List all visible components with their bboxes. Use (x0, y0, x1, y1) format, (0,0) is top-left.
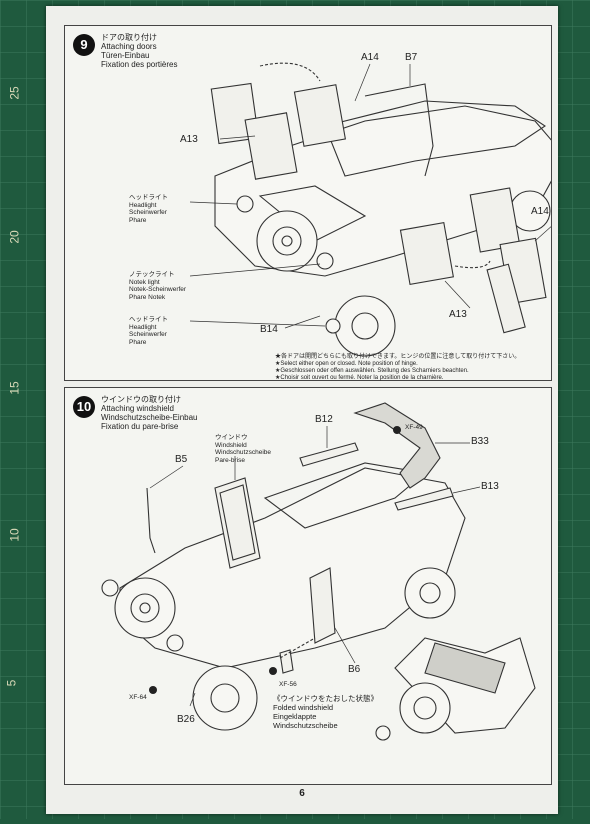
ruler-mark: 20 (7, 230, 22, 244)
folded-de: Eingeklappte (273, 712, 317, 721)
label-a14-top: A14 (361, 52, 379, 63)
label-a14-right: A14 (531, 206, 549, 217)
ruler-mark: 25 (7, 86, 22, 100)
note-fr: ★Choisir soit ouvert ou fermé. Noter la … (275, 375, 444, 381)
step-10-title-en: Attaching windshield (101, 404, 174, 413)
step-10-number: 10 (73, 396, 95, 418)
ruler-mark: 5 (4, 679, 19, 687)
label-b6: B6 (348, 664, 361, 675)
windshield-fr: Pare-brise (215, 456, 245, 464)
step-9-drawing (189, 62, 551, 357)
label-b14: B14 (260, 324, 278, 335)
step-9-title-fr: Fixation des portières (101, 60, 178, 69)
step-10-title-fr: Fixation du pare-brise (101, 422, 179, 431)
notek-jp: ノテックライト (129, 271, 175, 278)
step-10-drawing (101, 402, 536, 741)
label-b12: B12 (315, 414, 333, 425)
page-number: 6 (299, 788, 305, 799)
headlight-de: Scheinwerfer (129, 209, 167, 216)
windshield-label: ウインドウ Windshield Windschutzscheibe Pare-… (215, 434, 271, 464)
notek-en: Notek light (129, 278, 160, 286)
headlight-en: Headlight (129, 323, 157, 331)
label-a13-bottom: A13 (449, 309, 467, 320)
notek-de: Notek-Scheinwerfer (129, 286, 187, 293)
label-a13-left: A13 (180, 134, 198, 145)
step-10-titles: ウインドウの取り付け Attaching windshield Windschu… (101, 395, 198, 431)
label-b7: B7 (405, 52, 418, 63)
label-b26: B26 (177, 714, 195, 725)
label-b33: B33 (471, 436, 489, 447)
instruction-page: 9 ドアの取り付け Attaching doors Türen-Einbau F… (46, 6, 558, 814)
step-9-titles: ドアの取り付け Attaching doors Türen-Einbau Fix… (101, 33, 177, 69)
folded-windshield-label: 《ウインドウをたおした状態》 Folded windshield Eingekl… (273, 694, 378, 730)
ruler-mark: 10 (7, 528, 22, 542)
step-9-title-en: Attaching doors (101, 42, 157, 51)
headlight-jp: ヘッドライト (129, 194, 168, 201)
headlight-label-bottom: ヘッドライト Headlight Scheinwerfer Phare (129, 316, 168, 346)
headlight-jp: ヘッドライト (129, 316, 168, 323)
label-xf56: XF-56 (279, 681, 297, 688)
step-9-number: 9 (73, 34, 95, 56)
paint-dot-xf49 (393, 426, 401, 434)
ruler-mark: 15 (7, 381, 22, 395)
label-b13: B13 (481, 481, 499, 492)
headlight-fr: Phare (129, 338, 147, 346)
headlight-en: Headlight (129, 201, 157, 209)
step-9-title-jp: ドアの取り付け (101, 33, 157, 42)
folded-en: Folded windshield (273, 703, 334, 712)
windshield-de: Windschutzscheibe (215, 449, 271, 456)
paint-dot-xf56 (269, 667, 277, 675)
step-9-notes: ★各ドアは開閉どちらにも取り付けできます。ヒンジの位置に注意して取り付けて下さい… (275, 354, 520, 382)
label-xf49: XF-49 (405, 424, 423, 431)
step-10-title-jp: ウインドウの取り付け (101, 395, 181, 404)
windshield-en: Windshield (215, 441, 247, 449)
note-jp: ★各ドアは開閉どちらにも取り付けできます。ヒンジの位置に注意して取り付けて下さい… (275, 354, 521, 360)
notek-fr: Phare Notek (129, 293, 166, 301)
step-9-panel: 9 ドアの取り付け Attaching doors Türen-Einbau F… (64, 25, 552, 381)
label-xf64: XF-64 (129, 694, 147, 701)
notek-label: ノテックライト Notek light Notek-Scheinwerfer P… (129, 271, 186, 301)
step-10-panel: 10 ウインドウの取り付け Attaching windshield Winds… (64, 387, 552, 785)
paint-dot-xf64 (149, 686, 157, 694)
folded-de-2: Windschutzscheibe (273, 721, 338, 730)
note-en: ★Select either open or closed. Note posi… (275, 361, 418, 367)
label-b5: B5 (175, 454, 188, 465)
step-10-title-de: Windschutzscheibe-Einbau (101, 413, 198, 422)
headlight-de: Scheinwerfer (129, 331, 167, 338)
step-9-title-de: Türen-Einbau (101, 51, 150, 60)
folded-jp: 《ウインドウをたおした状態》 (273, 694, 378, 703)
headlight-label-top: ヘッドライト Headlight Scheinwerfer Phare (129, 194, 168, 224)
note-de: ★Geschlossen oder offen auswählen. Stell… (275, 368, 469, 374)
windshield-jp: ウインドウ (215, 434, 248, 441)
headlight-fr: Phare (129, 216, 147, 224)
